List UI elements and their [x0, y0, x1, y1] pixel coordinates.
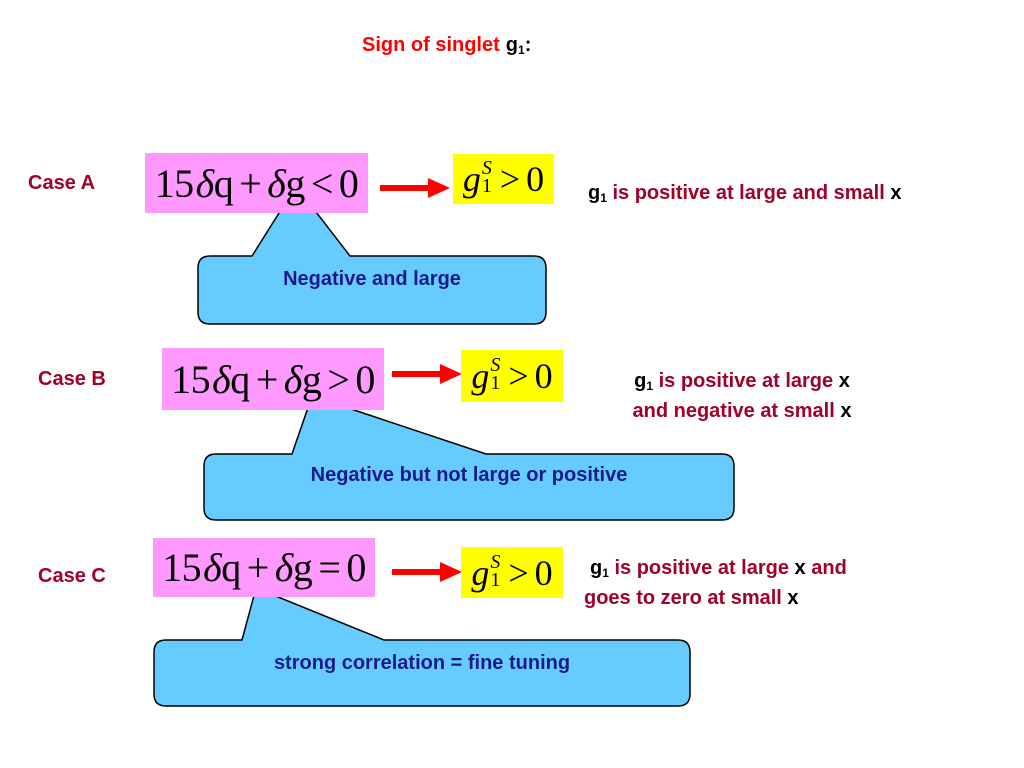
case-b-description: g1 is positive at large x and negative a… [592, 366, 892, 426]
case-b-arrow-icon [392, 364, 462, 384]
case-c-label: Case C [38, 565, 106, 587]
case-b-label: Case B [38, 368, 106, 390]
case-b-description-line-2: and negative at small x [632, 400, 852, 422]
case-c-description-line-2: goes to zero at small x [584, 587, 799, 609]
case-c-arrow-icon [392, 562, 462, 582]
title-text: Sign of singlet [362, 34, 500, 56]
case-c-description: g1 is positive at large x and goes to ze… [584, 553, 847, 613]
case-a-callout-text: Negative and large [283, 268, 461, 290]
case-b-description-line-1: g1 is positive at large x [634, 370, 850, 393]
case-c-callout-text: strong correlation = fine tuning [273, 652, 571, 674]
case-c-description-line-1: g1 is positive at large x and [590, 557, 847, 580]
case-b-callout-text: Negative but not large or positive [310, 464, 628, 486]
case-a-label: Case A [28, 172, 96, 194]
title-symbol: g1: [505, 34, 532, 57]
case-a-description: g1 is positive at large and small x [588, 182, 902, 205]
case-a-arrow-icon [380, 178, 450, 198]
